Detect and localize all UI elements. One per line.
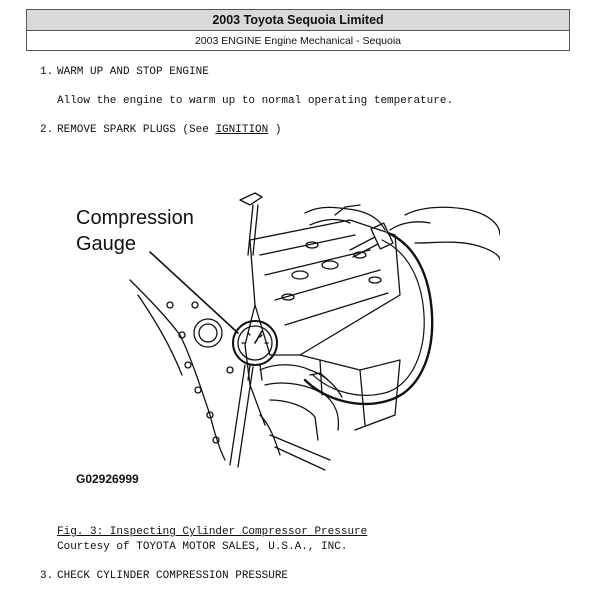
figure-courtesy: Courtesy of TOYOTA MOTOR SALES, U.S.A., … xyxy=(57,541,348,553)
gauge-label-line2: Gauge xyxy=(76,233,137,255)
step-2-title-prefix: REMOVE SPARK PLUGS (See xyxy=(57,124,216,136)
engine-illustration xyxy=(129,192,500,471)
vehicle-title: 2003 Toyota Sequoia Limited xyxy=(27,10,569,31)
figure-code: G02926999 xyxy=(76,472,139,486)
figure-caption: Fig. 3: Inspecting Cylinder Compressor P… xyxy=(57,526,368,538)
step-1-body: Allow the engine to warm up to normal op… xyxy=(57,95,454,107)
step-1-number: 1. xyxy=(40,66,54,78)
compression-gauge-figure: Compression Gauge G02926999 xyxy=(70,185,500,495)
section-subtitle: 2003 ENGINE Engine Mechanical - Sequoia xyxy=(194,35,402,47)
step-2-number: 2. xyxy=(40,124,54,136)
step-2-title-suffix: ) xyxy=(268,124,282,136)
step-2-title: REMOVE SPARK PLUGS (See IGNITION ) xyxy=(57,124,281,136)
compression-label-line1: Compression xyxy=(76,207,194,229)
step-3-title: CHECK CYLINDER COMPRESSION PRESSURE xyxy=(57,570,289,582)
document-header: 2003 Toyota Sequoia Limited 2003 ENGINE … xyxy=(26,9,570,51)
step-3-number: 3. xyxy=(40,570,54,582)
step-1-title: WARM UP AND STOP ENGINE xyxy=(57,66,209,78)
ignition-link[interactable]: IGNITION xyxy=(215,124,269,136)
